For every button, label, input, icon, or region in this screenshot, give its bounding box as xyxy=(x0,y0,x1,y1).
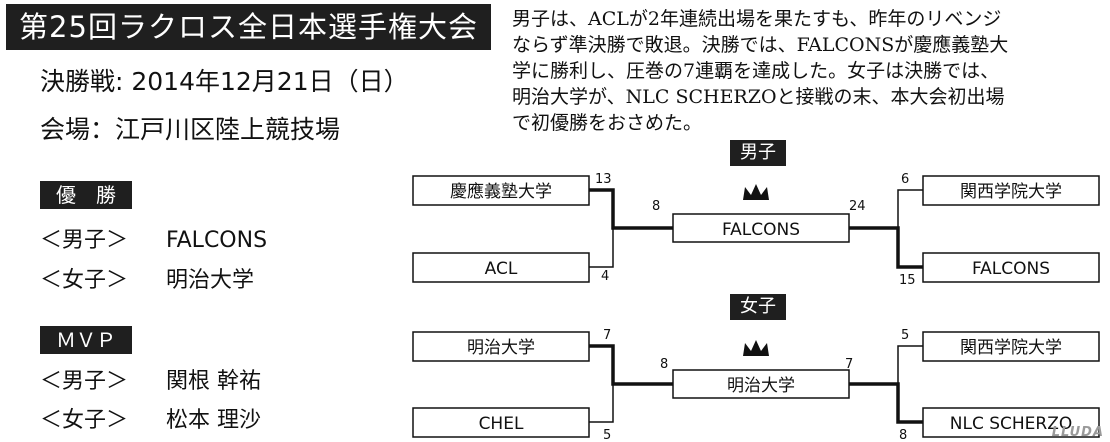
women-bracket xyxy=(412,331,1100,438)
summary-line: で初優勝をおさめた。 xyxy=(512,112,703,134)
page-title: 第25回ラクロス全日本選手権大会 xyxy=(6,4,491,50)
men-right-top-team: 関西学院大学 xyxy=(960,182,1062,202)
category-men: ＜男子＞ xyxy=(40,228,129,253)
men-right-loser-line xyxy=(897,189,923,228)
champion-men-name: FALCONS xyxy=(166,228,268,253)
men-right-winner-line xyxy=(849,226,923,269)
champion-women-name: 明治大学 xyxy=(166,268,255,293)
mvp-label: ＭＶＰ xyxy=(40,326,132,354)
mvp-men-name: 関根 幹祐 xyxy=(166,369,261,394)
crown-icon xyxy=(743,340,769,356)
summary-line: ならず準決勝で敗退。決勝では、FALCONSが慶應義塾大 xyxy=(512,34,1009,56)
mvp-women-name: 松本 理沙 xyxy=(166,408,261,433)
women-left-bottom-score: 5 xyxy=(603,428,611,442)
mvp-women: ＜女子＞ 松本 理沙 xyxy=(40,402,261,434)
men-final-left-score: 8 xyxy=(652,199,660,214)
women-left-winner-line xyxy=(589,344,673,386)
category-men: ＜男子＞ xyxy=(40,369,129,394)
women-right-bottom-team: NLC SCHERZO xyxy=(950,414,1073,434)
men-left-bottom-team: ACL xyxy=(485,259,518,279)
men-left-loser-line xyxy=(589,228,614,268)
men-left-top-team: 慶應義塾大学 xyxy=(450,181,552,202)
women-right-loser-line xyxy=(897,345,923,384)
women-bracket-tag: 女子 xyxy=(730,294,786,320)
women-final-left-score: 8 xyxy=(660,357,668,372)
champion-men: ＜男子＞ FALCONS xyxy=(40,222,267,254)
summary-line: 男子は、ACLが2年連続出場を果たすも、昨年のリベンジ xyxy=(512,8,1002,30)
mvp-men: ＜男子＞ 関根 幹祐 xyxy=(40,363,261,395)
women-right-bottom-score: 8 xyxy=(899,428,907,442)
men-left-top-score: 13 xyxy=(595,172,612,187)
women-final-team: 明治大学 xyxy=(727,376,795,396)
men-bracket xyxy=(412,175,1100,283)
women-left-bottom-team: CHEL xyxy=(479,414,524,434)
women-right-top-score: 5 xyxy=(901,328,909,343)
summary-line: 学に勝利し、圧巻の7連覇を達成した。女子は決勝では、 xyxy=(512,60,1000,82)
women-right-top-team: 関西学院大学 xyxy=(960,338,1062,358)
category-women: ＜女子＞ xyxy=(40,268,129,293)
watermark: LLUDA xyxy=(1051,425,1104,440)
women-final-right-score: 7 xyxy=(845,357,853,372)
men-right-top-score: 6 xyxy=(901,172,909,187)
venue: 会場：江戸川区陸上競技場 xyxy=(40,115,341,144)
champion-women: ＜女子＞ 明治大学 xyxy=(40,262,254,294)
men-bracket-tag: 男子 xyxy=(730,140,786,166)
men-left-bottom-score: 4 xyxy=(601,269,609,284)
summary-line: 明治大学が、NLC SCHERZOと接戦の末、本大会初出場 xyxy=(512,86,1005,108)
champions-label: 優 勝 xyxy=(40,181,132,209)
women-left-top-score: 7 xyxy=(603,328,611,343)
women-left-loser-line xyxy=(589,384,614,423)
men-right-bottom-team: FALCONS xyxy=(972,259,1050,279)
final-date: 決勝戦: 2014年12月21日（日） xyxy=(40,67,409,96)
men-final-right-score: 24 xyxy=(849,199,866,214)
women-right-winner-line xyxy=(849,382,923,424)
summary-text: 男子は、ACLが2年連続出場を果たすも、昨年のリベンジ ならず準決勝で敗退。決勝… xyxy=(512,6,1108,136)
men-left-winner-line xyxy=(589,188,673,230)
men-right-bottom-score: 15 xyxy=(899,273,916,288)
category-women: ＜女子＞ xyxy=(40,408,129,433)
crown-icon xyxy=(743,184,769,200)
women-left-top-team: 明治大学 xyxy=(467,338,535,358)
men-final-team: FALCONS xyxy=(722,220,800,240)
